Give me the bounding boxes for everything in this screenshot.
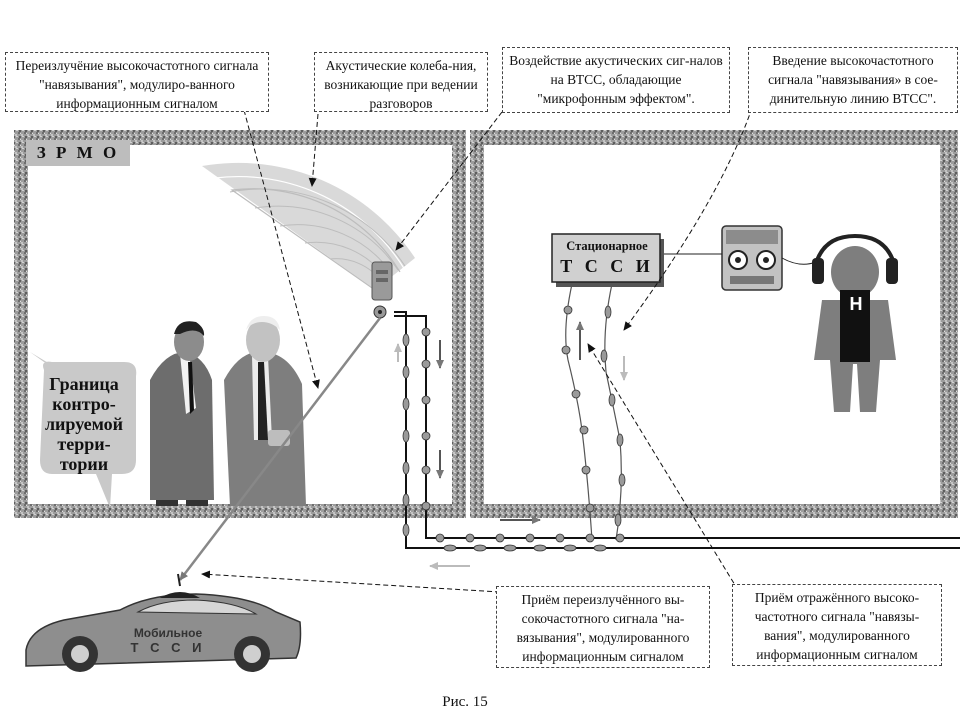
acoustic-wave-fan (202, 162, 415, 291)
listener-badge: Н (849, 294, 863, 314)
listener-figure (812, 233, 898, 412)
tssi-line-chains (565, 283, 622, 541)
note-pointers (201, 107, 753, 593)
reradiation-beam (179, 317, 381, 581)
person-left-figure (150, 321, 214, 506)
mobile-tssi-line2: Т С С И (130, 640, 206, 655)
stationary-tssi-box (551, 233, 664, 287)
note-acoustic: Акустические колеба-ния, возникающие при… (314, 52, 488, 112)
tape-recorder-icon (721, 225, 783, 291)
mobile-tssi-label: Мобильное Т С С И (108, 626, 228, 655)
border-label-cloud (30, 352, 137, 508)
border-label: Граница контро-лируемой терри-тории (44, 374, 124, 474)
note-reception-reflected: Приём отражённого высоко-частотного сигн… (732, 584, 942, 666)
note-injection: Введение высокочастотного сигнала "навяз… (748, 47, 958, 113)
stationary-tssi-label: Стационарное Т С С И (553, 237, 661, 277)
mobile-tssi-car (25, 573, 302, 672)
stationary-tssi-line2: Т С С И (560, 256, 654, 276)
note-microphone-effect: Воздействие акустических сиг-налов на ВТ… (502, 47, 730, 113)
telephone-icon (371, 261, 393, 319)
stationary-tssi-line1: Стационарное (566, 239, 648, 253)
zrmo-label: З Р М О (26, 140, 130, 166)
note-reception-reradiated: Приём переизлучённого вы-сокочастотного … (496, 586, 710, 668)
bead-markers (402, 305, 626, 552)
mobile-tssi-line1: Мобильное (133, 626, 203, 640)
figure-caption: Рис. 15 (442, 694, 488, 710)
line-signal-arrows (394, 321, 628, 570)
note-reradiation: Переизлучёние высокочастотного сигнала "… (5, 52, 269, 112)
